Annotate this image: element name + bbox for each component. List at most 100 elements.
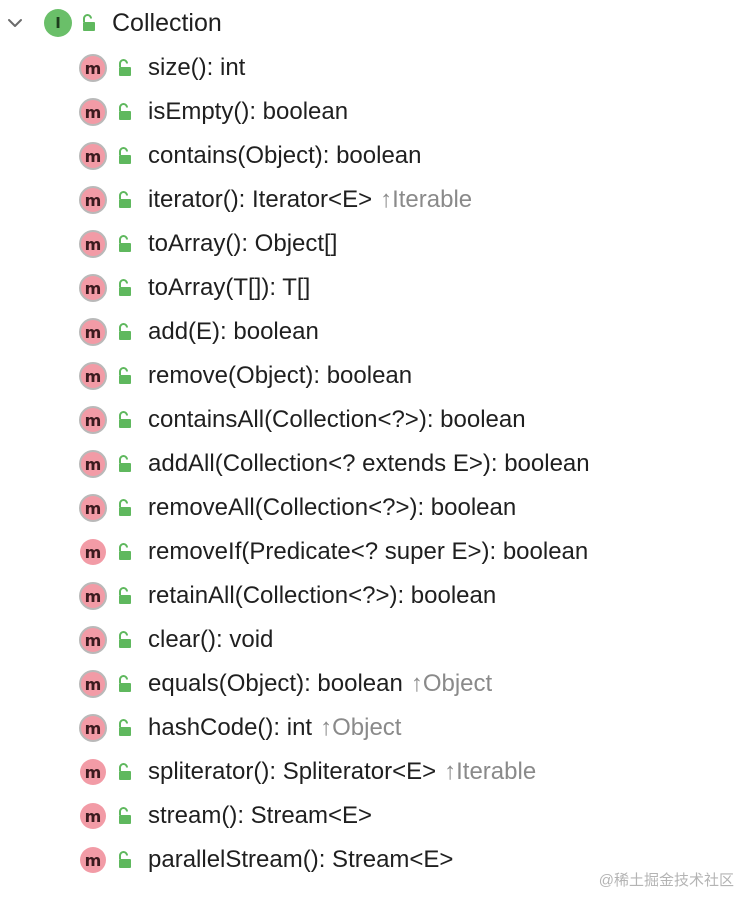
tree-node-method[interactable]: m retainAll(Collection<?>): boolean	[0, 574, 756, 618]
tree-node-method[interactable]: m iterator(): Iterator<E> ↑Iterable	[0, 178, 756, 222]
method-signature-text: stream(): Stream<E>	[148, 802, 373, 829]
method-icon: m	[80, 847, 106, 873]
public-lock-icon	[119, 191, 131, 208]
public-lock-icon	[119, 367, 131, 384]
method-icon-letter: m	[84, 146, 102, 166]
method-signature: isEmpty(): boolean	[148, 97, 348, 127]
method-signature: remove(Object): boolean	[148, 361, 412, 391]
method-icon-letter: m	[84, 674, 102, 694]
method-icon: m	[79, 714, 107, 742]
method-signature: clear(): void	[148, 625, 273, 655]
method-signature: add(E): boolean	[148, 317, 319, 347]
public-lock-icon	[119, 147, 131, 164]
public-lock-icon	[119, 279, 131, 296]
tree-node-method[interactable]: m size(): int	[0, 46, 756, 90]
tree-node-method[interactable]: m removeIf(Predicate<? super E>): boolean	[0, 530, 756, 574]
method-signature-text: parallelStream(): Stream<E>	[148, 846, 454, 873]
interface-icon-letter: I	[55, 14, 61, 32]
method-signature-text: add(E): boolean	[148, 318, 319, 345]
method-icon: m	[79, 450, 107, 478]
method-signature: stream(): Stream<E>	[148, 801, 372, 831]
tree-node-method[interactable]: m clear(): void	[0, 618, 756, 662]
method-icon-letter: m	[84, 542, 102, 562]
interface-name: Collection	[112, 9, 222, 37]
interface-icon: I	[44, 9, 72, 37]
method-icon: m	[79, 406, 107, 434]
method-signature-text: containsAll(Collection<?>): boolean	[148, 406, 526, 433]
tree-node-method[interactable]: m toArray(T[]): T[]	[0, 266, 756, 310]
public-lock-icon	[119, 807, 131, 824]
tree-node-method[interactable]: m removeAll(Collection<?>): boolean	[0, 486, 756, 530]
public-lock-icon	[119, 235, 131, 252]
tree-node-method[interactable]: m addAll(Collection<? extends E>): boolea…	[0, 442, 756, 486]
method-signature: size(): int	[148, 53, 245, 83]
inherited-from: ↑Object	[320, 714, 402, 741]
chevron-down-icon[interactable]	[6, 14, 24, 32]
method-icon-letter: m	[84, 630, 102, 650]
structure-tree: I Collection m size(): int m isEmpty(): boo…	[0, 0, 756, 882]
public-lock-icon	[119, 587, 131, 604]
method-signature-text: removeIf(Predicate<? super E>): boolean	[148, 538, 589, 565]
tree-node-method[interactable]: m remove(Object): boolean	[0, 354, 756, 398]
public-lock-icon	[119, 851, 131, 868]
method-signature-text: toArray(T[]): T[]	[148, 274, 311, 301]
tree-node-method[interactable]: m stream(): Stream<E>	[0, 794, 756, 838]
public-lock-icon	[119, 59, 131, 76]
method-signature: removeIf(Predicate<? super E>): boolean	[148, 537, 588, 567]
public-lock-icon	[119, 103, 131, 120]
inherited-from: ↑Iterable	[380, 186, 473, 213]
method-icon: m	[79, 318, 107, 346]
method-signature-text: contains(Object): boolean	[148, 142, 422, 169]
method-signature-text: retainAll(Collection<?>): boolean	[148, 582, 497, 609]
public-lock-icon	[119, 675, 131, 692]
method-icon: m	[79, 362, 107, 390]
public-lock-icon	[119, 411, 131, 428]
method-icon: m	[80, 803, 106, 829]
tree-node-method[interactable]: m equals(Object): boolean ↑Object	[0, 662, 756, 706]
method-signature: parallelStream(): Stream<E>	[148, 845, 453, 875]
method-signature-text: equals(Object): boolean	[148, 670, 403, 697]
method-icon-letter: m	[84, 498, 102, 518]
method-signature: containsAll(Collection<?>): boolean	[148, 405, 526, 435]
method-signature: equals(Object): boolean ↑Object	[148, 669, 492, 699]
method-icon-letter: m	[84, 586, 102, 606]
method-icon: m	[79, 54, 107, 82]
method-icon-letter: m	[84, 190, 102, 210]
method-signature: addAll(Collection<? extends E>): boolean	[148, 449, 590, 479]
tree-node-method[interactable]: m add(E): boolean	[0, 310, 756, 354]
method-signature: contains(Object): boolean	[148, 141, 422, 171]
method-icon-letter: m	[84, 278, 102, 298]
tree-node-method[interactable]: m isEmpty(): boolean	[0, 90, 756, 134]
method-signature: removeAll(Collection<?>): boolean	[148, 493, 516, 523]
method-icon: m	[79, 230, 107, 258]
method-icon: m	[79, 626, 107, 654]
tree-node-method[interactable]: m parallelStream(): Stream<E>	[0, 838, 756, 882]
public-lock-icon	[119, 631, 131, 648]
tree-node-method[interactable]: m hashCode(): int ↑Object	[0, 706, 756, 750]
method-icon: m	[79, 98, 107, 126]
tree-node-collection[interactable]: I Collection	[0, 0, 756, 46]
method-signature: iterator(): Iterator<E> ↑Iterable	[148, 185, 472, 215]
method-signature: hashCode(): int ↑Object	[148, 713, 401, 743]
method-signature-text: addAll(Collection<? extends E>): boolean	[148, 450, 590, 477]
tree-node-method[interactable]: m containsAll(Collection<?>): boolean	[0, 398, 756, 442]
method-signature-text: hashCode(): int	[148, 714, 313, 741]
public-lock-icon	[119, 323, 131, 340]
tree-node-method[interactable]: m toArray(): Object[]	[0, 222, 756, 266]
method-icon: m	[80, 539, 106, 565]
method-icon-letter: m	[84, 102, 102, 122]
method-signature-text: removeAll(Collection<?>): boolean	[148, 494, 517, 521]
inherited-from: ↑Object	[410, 670, 493, 697]
method-signature-text: isEmpty(): boolean	[148, 98, 349, 125]
tree-node-method[interactable]: m contains(Object): boolean	[0, 134, 756, 178]
method-signature-text: spliterator(): Spliterator<E>	[148, 758, 437, 785]
method-signature-text: iterator(): Iterator<E>	[148, 186, 373, 213]
method-signature-text: toArray(): Object[]	[148, 230, 338, 257]
public-lock-icon	[119, 499, 131, 516]
method-icon: m	[79, 186, 107, 214]
method-icon-letter: m	[84, 454, 102, 474]
method-icon: m	[79, 494, 107, 522]
public-lock-icon	[119, 719, 131, 736]
method-icon-letter: m	[84, 322, 102, 342]
